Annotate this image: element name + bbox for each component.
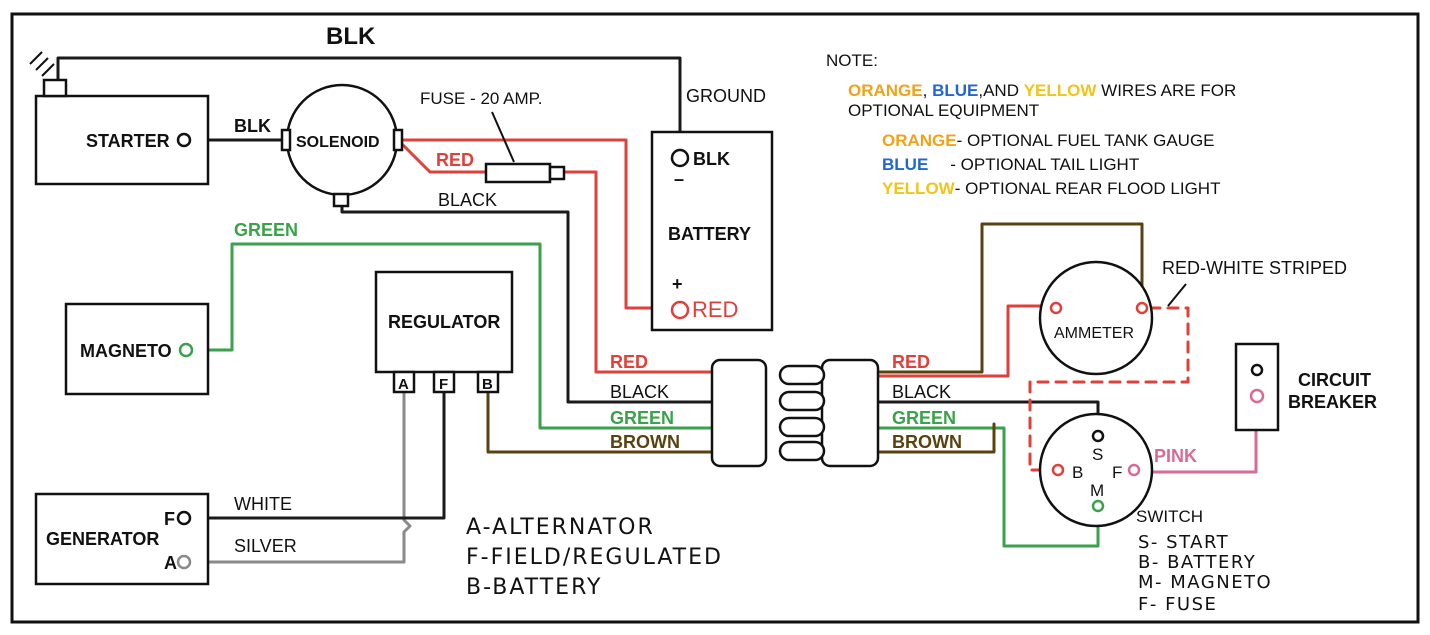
- note-block: NOTE: ORANGE, BLUE,AND YELLOW WIRES ARE …: [826, 51, 1236, 198]
- conn-right-black: BLACK: [892, 382, 951, 402]
- note-title: NOTE:: [826, 51, 878, 70]
- legend-reg-1: F-FIELD/REGULATED: [466, 545, 723, 570]
- ammeter: AMMETER: [1038, 260, 1154, 376]
- regulator-b: B: [482, 376, 493, 393]
- battery-pos-label: RED: [692, 297, 738, 322]
- wire-brown-ammeter-loop: [876, 222, 1144, 374]
- starter-terminal: [176, 132, 192, 148]
- regulator-a: A: [398, 376, 409, 393]
- note-item-orange: ORANGE- OPTIONAL FUEL TANK GAUGE: [882, 131, 1215, 150]
- switch-f: F: [1112, 463, 1122, 482]
- wire-red-white-striped: [1028, 306, 1190, 472]
- switch-legend: S- START B- BATTERY M- MAGNETO F- FUSE: [1138, 532, 1272, 615]
- generator: GENERATOR F A: [34, 492, 210, 586]
- conn-left-brown: BROWN: [610, 432, 680, 452]
- battery: BLK – BATTERY + RED: [650, 130, 774, 332]
- circuit-breaker-label-2: BREAKER: [1288, 392, 1377, 412]
- connector-left: [710, 358, 768, 468]
- generator-a: A: [164, 553, 177, 573]
- wire-label-white: WHITE: [234, 494, 292, 514]
- circuit-breaker: CIRCUIT BREAKER: [1234, 342, 1377, 432]
- conn-left-green: GREEN: [610, 408, 674, 428]
- wire-red-solenoid-fuse: [398, 140, 488, 174]
- switch-label: SWITCH: [1136, 507, 1203, 526]
- wire-red-solenoid-battery: [398, 138, 675, 310]
- battery-pos-terminal: [670, 300, 690, 320]
- wire-label-red-white: RED-WHITE STRIPED: [1162, 258, 1347, 278]
- conn-right-green: GREEN: [892, 408, 956, 428]
- regulator-f: F: [439, 376, 448, 393]
- conn-right-red: RED: [892, 352, 930, 372]
- generator-label: GENERATOR: [46, 529, 159, 549]
- note-line-1: ORANGE, BLUE,AND YELLOW WIRES ARE FOR: [848, 81, 1236, 100]
- wire-label-red: RED: [436, 150, 474, 170]
- wire-red-connector-ammeter: [876, 304, 1054, 378]
- note-item-yellow: YELLOW- OPTIONAL REAR FLOOD LIGHT: [882, 179, 1220, 198]
- wire-label-starter-blk: BLK: [234, 116, 271, 136]
- wire-label-ground: GROUND: [686, 86, 766, 106]
- wire-green-connector-switch: [876, 426, 1100, 548]
- fuse-label: FUSE - 20 AMP.: [420, 89, 543, 108]
- ignition-switch: S B F M SWITCH: [1038, 412, 1203, 528]
- generator-f: F: [164, 509, 175, 529]
- note-line-2: OPTIONAL EQUIPMENT: [848, 101, 1039, 120]
- red-white-leader: [1167, 283, 1187, 307]
- magneto-label: MAGNETO: [80, 341, 172, 361]
- fuse: FUSE - 20 AMP.: [420, 89, 566, 184]
- wire-brown-connector: [876, 422, 996, 454]
- battery-neg-label: BLK: [693, 149, 730, 169]
- wire-brown-regulator-connector: [486, 390, 714, 454]
- wire-label-top-blk: BLK: [326, 23, 376, 50]
- switch-b: B: [1072, 463, 1083, 482]
- battery-neg-sign: –: [674, 169, 684, 189]
- legend-sw-2: M- MAGNETO: [1138, 572, 1272, 593]
- wire-white-regulator-generator: [188, 390, 446, 520]
- wire-green-magneto-connector: [190, 242, 714, 430]
- legend-reg-2: B-BATTERY: [466, 575, 602, 600]
- wire-label-green: GREEN: [234, 220, 298, 240]
- battery-label: BATTERY: [668, 224, 751, 244]
- circuit-breaker-label-1: CIRCUIT: [1298, 370, 1371, 390]
- regulator-label: REGULATOR: [388, 312, 500, 332]
- generator-f-terminal: [176, 510, 192, 526]
- generator-a-terminal: [176, 554, 192, 570]
- wire-label-silver: SILVER: [234, 536, 297, 556]
- regulator-legend: A-ALTERNATOR F-FIELD/REGULATED B-BATTERY: [466, 515, 723, 600]
- magneto: MAGNETO: [64, 302, 210, 396]
- legend-reg-0: A-ALTERNATOR: [466, 515, 655, 540]
- solenoid-label: SOLENOID: [296, 134, 380, 151]
- conn-left-black: BLACK: [610, 382, 669, 402]
- legend-sw-0: S- START: [1138, 532, 1229, 553]
- switch-m: M: [1090, 481, 1104, 500]
- connector-right: [778, 358, 880, 468]
- wire-red-fuse-connector: [558, 170, 714, 374]
- note-item-blue: BLUE- OPTIONAL TAIL LIGHT: [882, 155, 1139, 174]
- diagram-frame: [10, 12, 1420, 624]
- legend-sw-1: B- BATTERY: [1138, 552, 1256, 573]
- conn-left-red: RED: [610, 352, 648, 372]
- battery-pos-sign: +: [672, 274, 683, 294]
- magneto-terminal: [178, 342, 194, 358]
- legend-sw-3: F- FUSE: [1138, 594, 1217, 615]
- switch-s: S: [1092, 445, 1103, 464]
- wire-label-black: BLACK: [438, 190, 497, 210]
- starter: STARTER: [29, 51, 210, 186]
- ammeter-label: AMMETER: [1054, 325, 1134, 342]
- regulator: REGULATOR A F B: [374, 270, 514, 394]
- solenoid: SOLENOID: [280, 83, 404, 208]
- wire-blk-ground: [56, 56, 682, 154]
- wire-silver-regulator-generator: [188, 390, 412, 564]
- conn-right-brown: BROWN: [892, 432, 962, 452]
- wire-label-pink: PINK: [1154, 446, 1197, 466]
- starter-label: STARTER: [86, 131, 170, 151]
- battery-neg-terminal: [670, 148, 690, 168]
